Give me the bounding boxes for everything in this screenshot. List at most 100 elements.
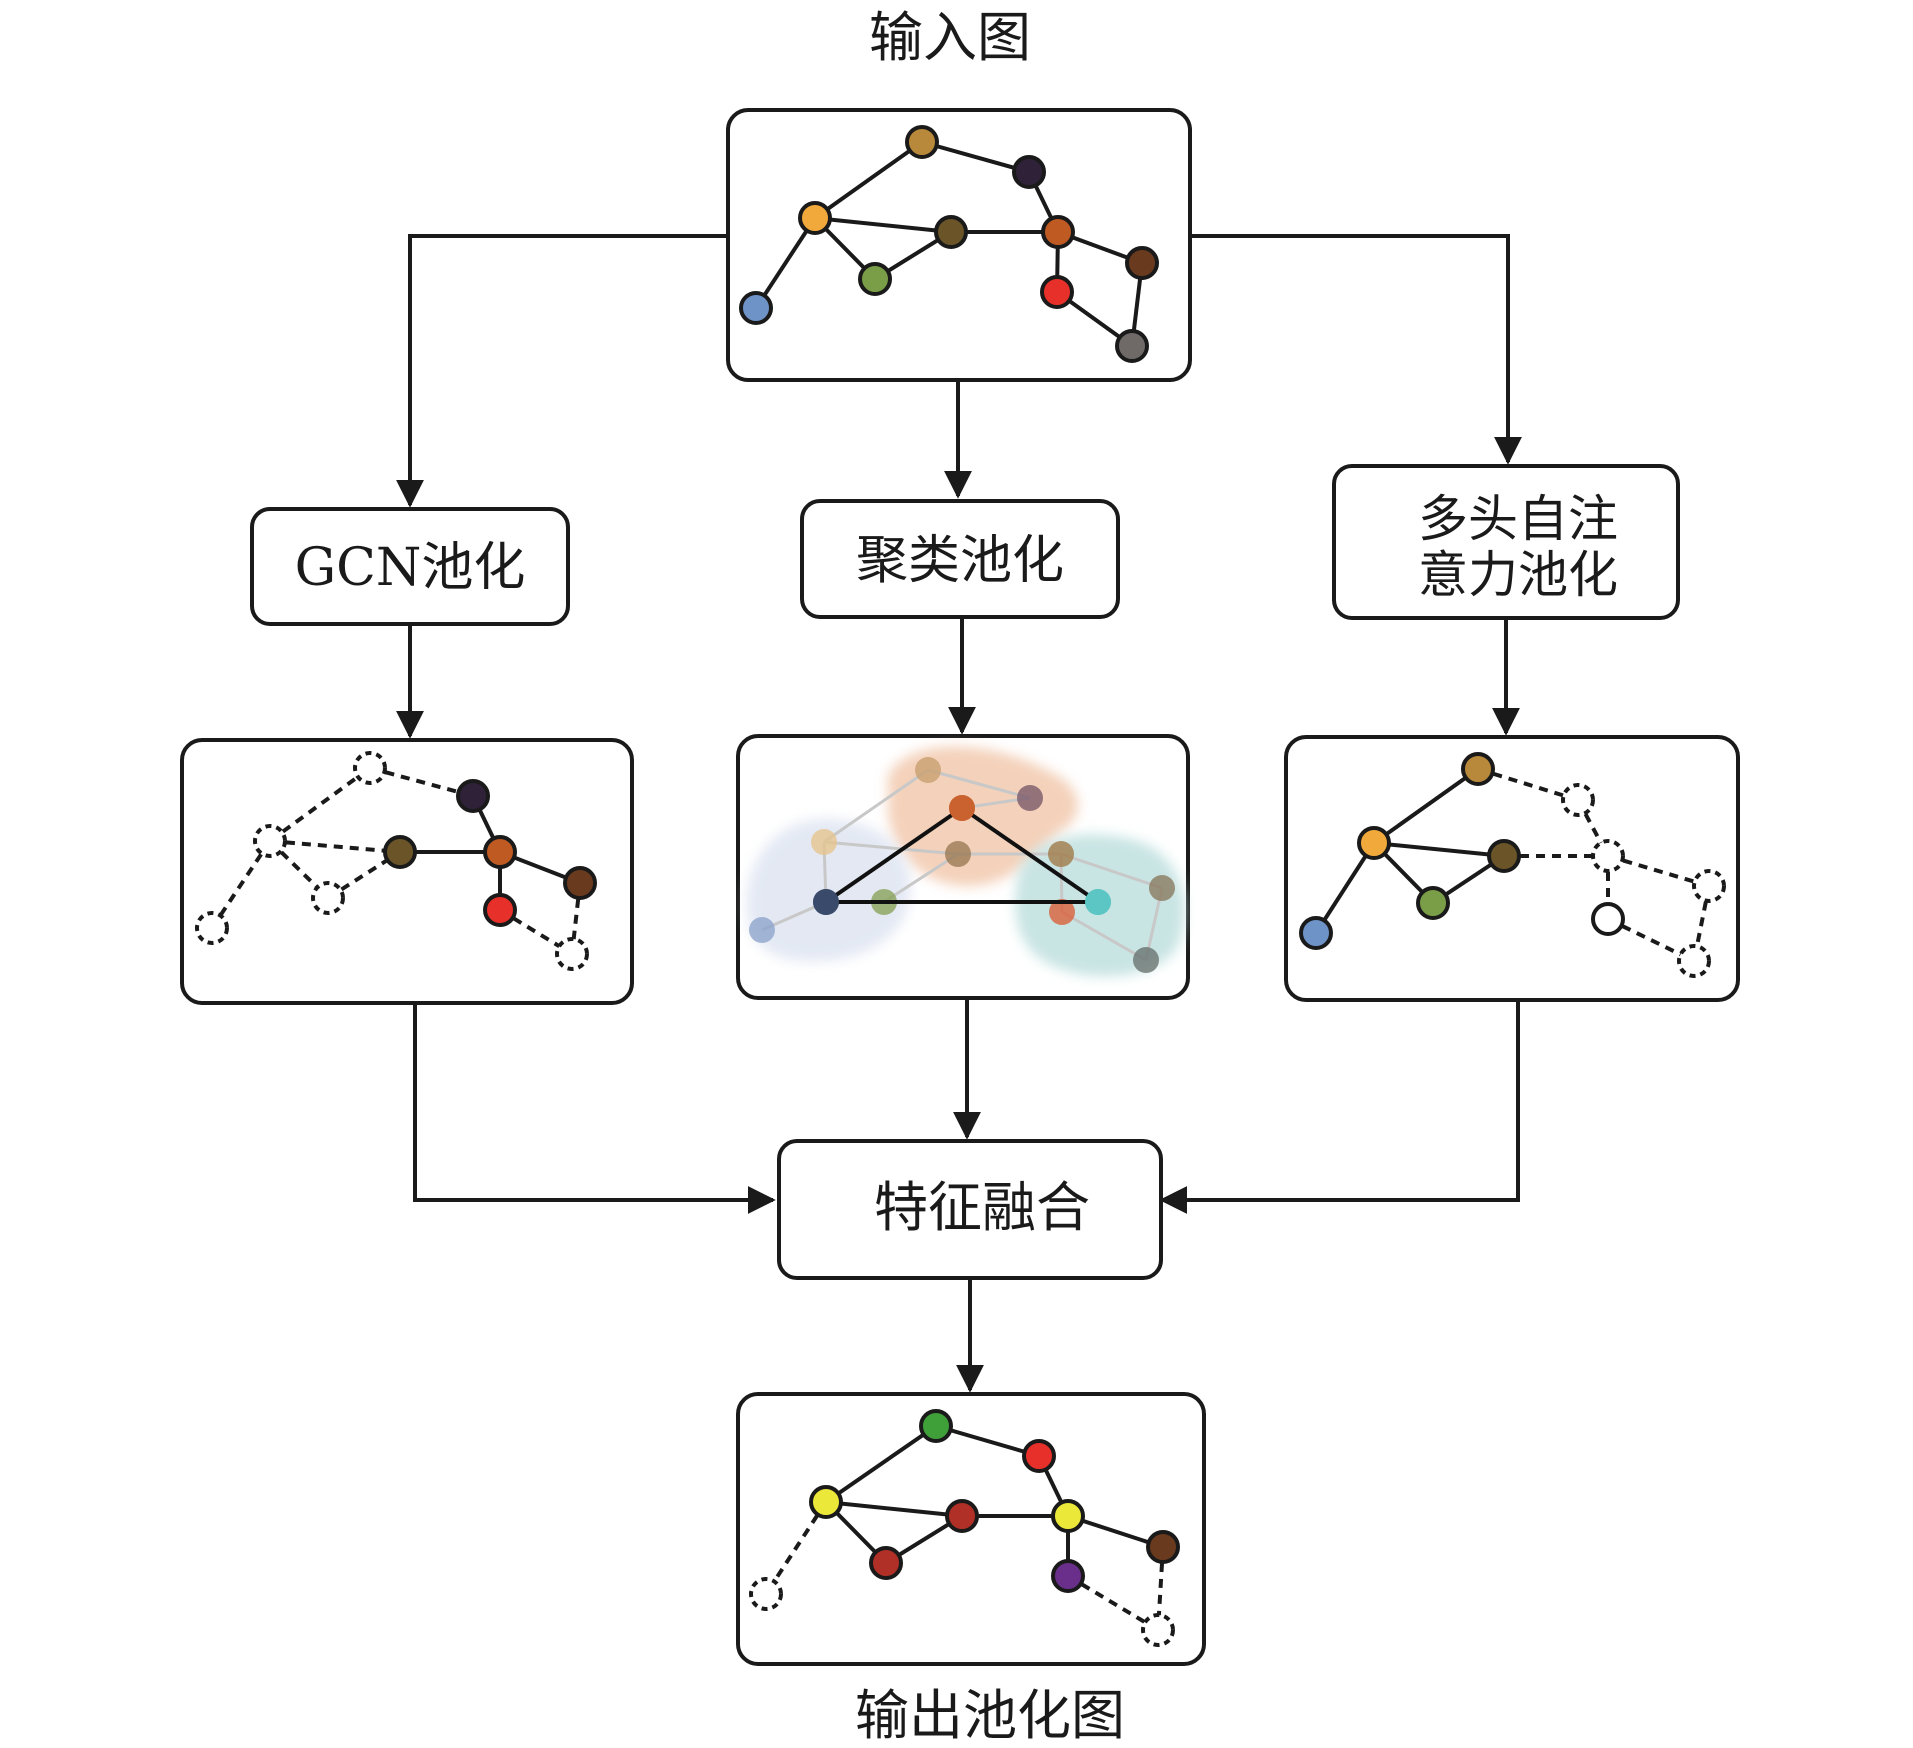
faded-edge <box>823 840 959 856</box>
graph-node <box>739 291 773 325</box>
arrow-input-to-gcn <box>396 234 728 508</box>
graph-node <box>858 262 892 296</box>
graph-node <box>1416 886 1450 920</box>
graph-edge <box>824 1424 938 1504</box>
graph-node <box>1115 329 1149 363</box>
graph-node <box>1591 902 1625 936</box>
graph-node <box>1012 155 1046 189</box>
cluster-pooled-graph <box>746 746 1185 977</box>
gcn-pooled-graph <box>195 751 597 971</box>
graph-node <box>1677 944 1711 978</box>
graph-node <box>1051 1559 1085 1593</box>
graph-edge <box>921 140 1030 174</box>
graph-edge <box>570 882 582 955</box>
feature-fusion-box <box>777 1139 1163 1280</box>
arrow-mhsa-graph-to-fusion <box>1159 1000 1520 1214</box>
graph-edge <box>1372 767 1480 845</box>
cluster-pooling-box <box>800 499 1120 619</box>
graph-node <box>483 835 517 869</box>
super-node <box>813 889 839 915</box>
graph-node <box>869 1546 903 1580</box>
graph-edge <box>1066 1574 1160 1632</box>
graph-edge <box>1607 854 1710 888</box>
graph-edge <box>764 1500 828 1596</box>
graph-edge <box>210 839 272 930</box>
gcn-pooling-box <box>250 507 570 626</box>
graph-node <box>809 1485 843 1519</box>
graph-node <box>1146 1530 1180 1564</box>
mhsa-pooling-label-line2: 意力池化 <box>1418 546 1618 604</box>
graph-edge <box>814 216 952 234</box>
graph-node <box>1487 839 1521 873</box>
graph-node <box>1022 1439 1056 1473</box>
faded-edge <box>927 768 1031 800</box>
cluster-node <box>1133 947 1159 973</box>
gcn-graph-panel <box>180 738 634 1005</box>
feature-fusion-label: 特征融合 <box>874 1176 1090 1239</box>
cluster-pooling-label: 聚类池化 <box>856 531 1064 591</box>
faded-edge <box>823 768 929 844</box>
super-node <box>1085 889 1111 915</box>
cluster-node <box>811 829 837 855</box>
graph-edge <box>1314 841 1376 935</box>
faded-edge <box>1061 910 1147 962</box>
graph-edge <box>1477 767 1579 802</box>
output-graph-title: 输出池化图 <box>855 1684 1125 1747</box>
super-edge <box>960 806 1100 904</box>
graph-node <box>1461 752 1495 786</box>
faded-edge <box>1060 852 1163 890</box>
graph-node <box>905 125 939 159</box>
graph-node <box>1357 826 1391 860</box>
graph-node <box>563 866 597 900</box>
graph-edge <box>1692 885 1711 962</box>
graph-node <box>749 1577 783 1611</box>
graph-edge <box>935 1424 1040 1458</box>
graph-edge <box>269 839 401 854</box>
graph-node <box>555 937 589 971</box>
graph-node <box>483 893 517 927</box>
cluster-node <box>1149 875 1175 901</box>
graph-edge <box>268 766 372 843</box>
graph-node <box>311 881 345 915</box>
graph-node <box>945 1499 979 1533</box>
super-node <box>949 795 975 821</box>
graph-node <box>1591 839 1625 873</box>
graph-node <box>798 201 832 235</box>
graph-node <box>253 824 287 858</box>
graph-node <box>1141 1613 1175 1647</box>
graph-node <box>383 835 417 869</box>
graph-node <box>353 751 387 785</box>
graph-node <box>1040 275 1074 309</box>
input-graph-title: 输入图 <box>869 6 1031 69</box>
graph-node <box>1041 215 1075 249</box>
graph-node <box>1051 1499 1085 1533</box>
mhsa-pooled-graph <box>1299 752 1726 978</box>
output-pooled-graph <box>749 1409 1180 1647</box>
graph-edge <box>825 1500 963 1518</box>
cluster-node <box>749 917 775 943</box>
mhsa-pooling-label-line1: 多头自注 <box>1418 490 1618 548</box>
graph-node <box>456 779 490 813</box>
graph-node <box>1299 916 1333 950</box>
labels: 输入图 GCN池化 聚类池化 多头自注 意力池化 特征融合 输出池化图 <box>295 6 1618 1747</box>
super-edge <box>824 806 964 904</box>
cluster-node <box>945 841 971 867</box>
cluster-node <box>1017 785 1043 811</box>
arrow-input-to-mhsa <box>1190 234 1522 465</box>
input-graph <box>739 125 1159 363</box>
arrow-gcn-graph-to-fusion <box>413 1003 776 1214</box>
graph-node <box>1561 783 1595 817</box>
cluster-node <box>1048 841 1074 867</box>
graph-edge <box>1373 841 1505 858</box>
graph-node <box>919 1409 953 1443</box>
graph-node <box>934 215 968 249</box>
cluster-node <box>1049 899 1075 925</box>
graph-node <box>1692 869 1726 903</box>
graph-node <box>1125 246 1159 280</box>
cluster-node <box>915 757 941 783</box>
connectors <box>396 234 1522 1393</box>
graph-node <box>195 911 229 945</box>
graph-edge <box>813 140 924 220</box>
mhsa-pooling-box <box>1332 464 1680 620</box>
